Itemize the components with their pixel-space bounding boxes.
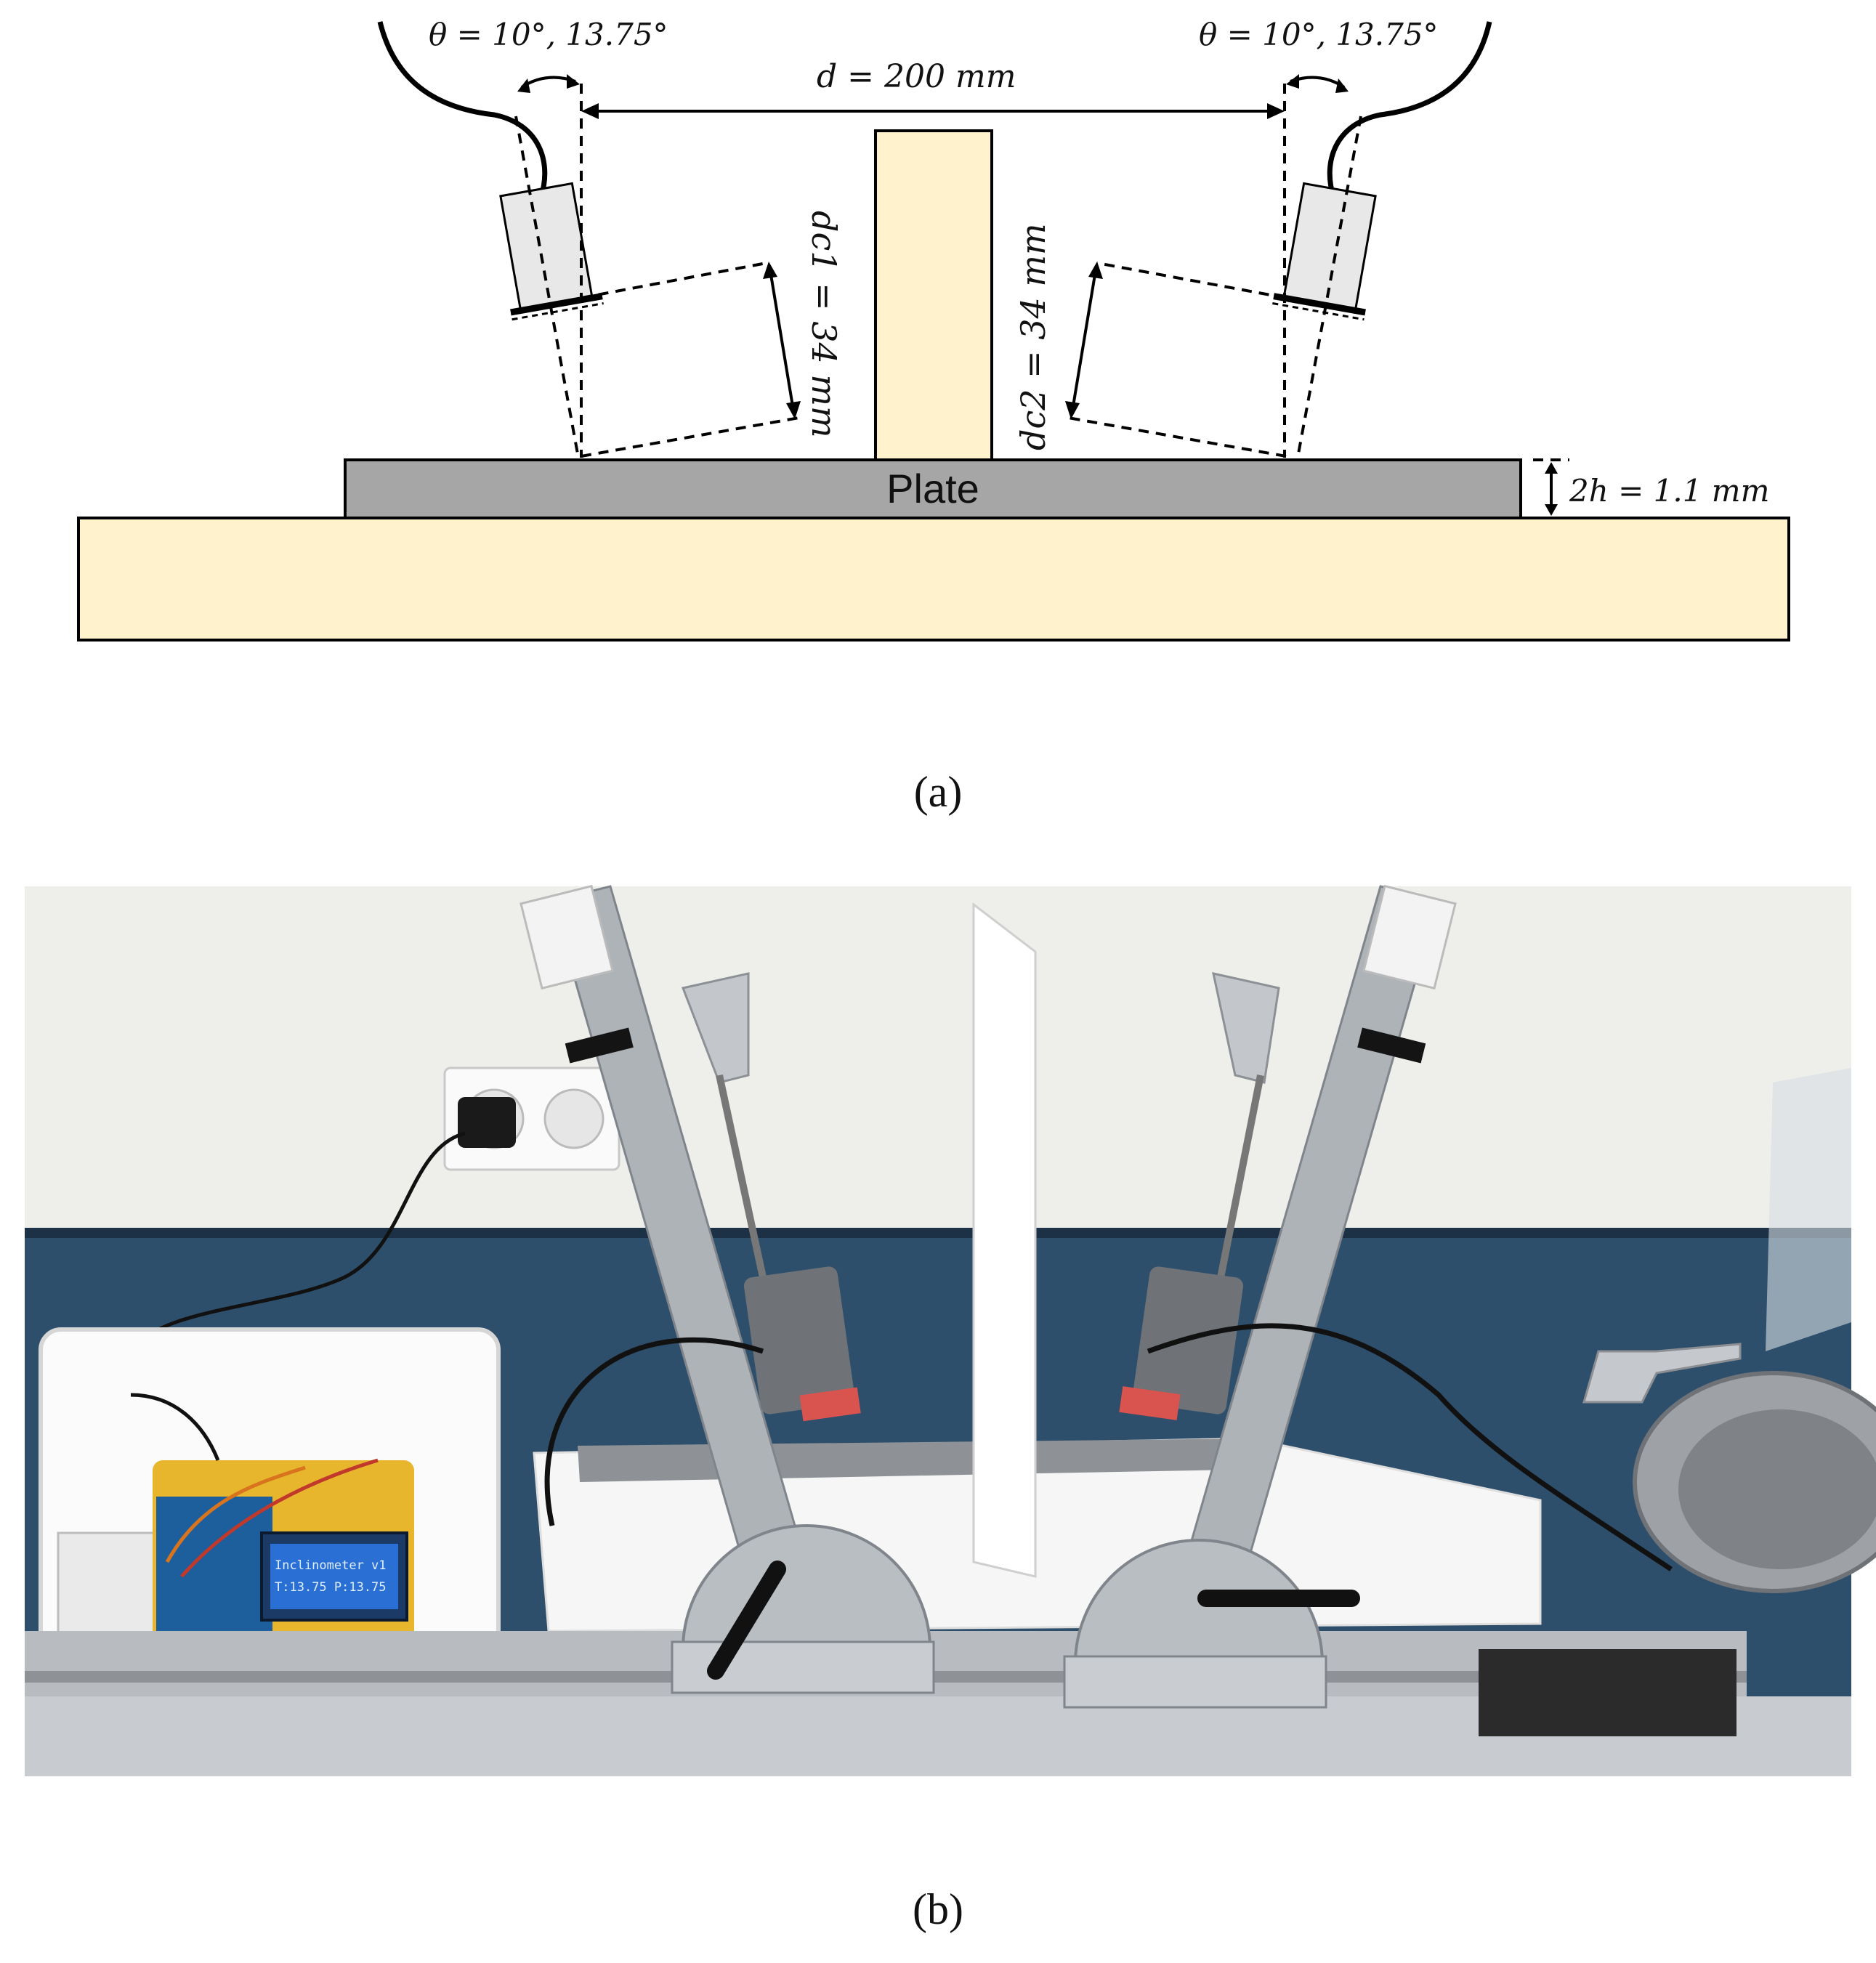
photo-svg: Inclinometer v1 T:13.75 P:13.75 (25, 884, 1876, 1933)
left-lever-handle (707, 1561, 786, 1680)
left-arc-arrow-1 (517, 78, 530, 93)
power-adapter (458, 1097, 516, 1148)
bench-cable (544, 1323, 1673, 1571)
angle-label-left: θ = 10°, 13.75° (429, 17, 668, 52)
dc2-arrow-head-bottom (1065, 401, 1080, 419)
left-arm-assembly (519, 884, 935, 1694)
plate-label: Plate (886, 466, 979, 511)
thickness-label: 2h = 1.1 mm (1569, 473, 1769, 509)
schematic-svg: Plate (77, 17, 1790, 816)
left-sensor-head (519, 884, 614, 990)
right-arc-arrow-2 (1335, 78, 1349, 93)
vertical-barrier (874, 129, 993, 461)
caption-b: (b) (913, 1885, 963, 1933)
dc2-arrow (1071, 270, 1097, 411)
right-cable (1327, 21, 1492, 198)
plate (344, 458, 1522, 519)
right-base-plate (1063, 1655, 1327, 1709)
panel-a-schematic: Plate (0, 0, 1876, 843)
caption-a: (a) (914, 768, 963, 816)
dc1-arrow (769, 270, 795, 411)
right-transducer-tip (1119, 1386, 1181, 1420)
dc1-arrow-head-top (763, 262, 777, 279)
lcd-line1: Inclinometer v1 (275, 1558, 387, 1573)
bench-edge (25, 1228, 1851, 1238)
beam-lines (514, 84, 1569, 519)
right-strap (1357, 1027, 1426, 1064)
lcd-screen (270, 1544, 398, 1609)
adapter-cable (129, 1131, 466, 1353)
distance-label: d = 200 mm (817, 58, 1016, 95)
left-transducer (743, 1266, 855, 1414)
sink-inner (1678, 1409, 1876, 1569)
soap-dispenser (1582, 1343, 1742, 1404)
dc2-arrow-head-top (1088, 262, 1103, 279)
right-arc-arrow-1 (1286, 74, 1299, 89)
base-block (77, 517, 1790, 641)
styrofoam-barrier (972, 902, 1037, 1578)
d-arrow-head-right (1267, 103, 1285, 119)
acrylic-shield (1766, 1068, 1851, 1351)
thickness-arrow-head-bottom (1545, 504, 1558, 516)
left-secondary-arm (681, 972, 750, 1084)
angle-label-right: θ = 10°, 13.75° (1199, 17, 1439, 52)
photo-scene: Inclinometer v1 T:13.75 P:13.75 (25, 884, 1876, 1776)
left-transducer-tip (799, 1387, 861, 1422)
left-arc-arrow-2 (567, 74, 580, 89)
right-secondary-arm (1212, 972, 1280, 1084)
dc1-label: dc1 = 34 mm (804, 211, 844, 438)
panel-b-photo: Inclinometer v1 T:13.75 P:13.75 (0, 843, 1876, 1963)
right-arm-assembly (1063, 884, 1457, 1709)
d-arrow-head-left (581, 103, 599, 119)
dc2-label: dc2 = 34 mm (1014, 223, 1053, 450)
lcd-line2: T:13.75 P:13.75 (275, 1580, 387, 1595)
dc1-arrow-head-bottom (786, 401, 801, 419)
left-cable (377, 21, 548, 198)
right-sensor-head (1362, 884, 1457, 990)
left-sensor (499, 182, 604, 321)
rail-end-block (1479, 1649, 1736, 1736)
wall (25, 886, 1851, 1231)
socket-right (543, 1088, 605, 1149)
right-sensor (1272, 182, 1377, 321)
left-strap (565, 1027, 634, 1064)
thickness-arrow-head-top (1545, 462, 1558, 474)
